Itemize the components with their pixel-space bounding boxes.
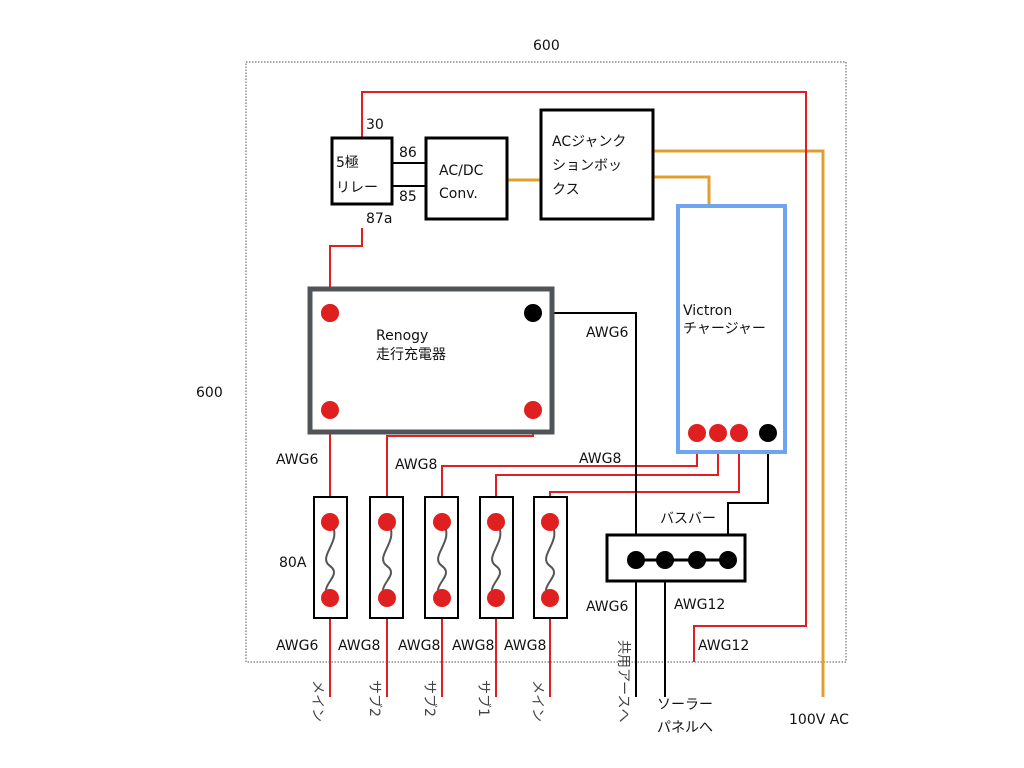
output-sub2-b: サブ2 [421,680,438,717]
label-awg6-main: AWG6 [276,452,319,468]
output-sub2-a: サブ2 [366,680,383,717]
fuse-rating-label: 80A [279,555,307,571]
victron-charger-box [676,204,787,454]
ac-wire-victron [653,175,711,206]
relay-label-2: リレー [336,180,378,196]
busbar-label: バスバー [660,511,716,527]
renogy-label-1: Renogy [376,328,428,344]
fuse-label-1: AWG6 [276,638,319,654]
victron-terminal-ground [759,424,777,442]
fuse-label-4: AWG8 [452,638,494,654]
busbar-terminal-3 [688,551,706,569]
renogy-terminal-out-sub [524,401,542,419]
acdc-label-1: AC/DC [439,163,484,179]
dim-top-label: 600 [533,38,560,54]
relay-box [330,136,394,206]
label-awg6-renogy-ground: AWG6 [586,325,629,341]
fuse-label-3: AWG8 [398,638,440,654]
output-ground: 共用アースへ [615,640,631,722]
output-sub1: サブ1 [475,680,492,717]
victron-label-2: チャージャー [683,321,766,337]
busbar-terminal-4 [719,551,737,569]
relay-pin-30: 30 [366,117,384,133]
renogy-label-2: 走行充電器 [376,347,446,363]
fuse-5 [533,496,568,619]
label-awg8-victron: AWG8 [579,451,621,467]
fuse-4 [479,496,514,619]
ac-wire-main [653,149,825,697]
relay-pin-85: 85 [399,189,417,205]
panel-outline [245,61,847,663]
victron-terminal-3 [730,424,748,442]
junction-label-2: ションボッ [552,158,622,174]
busbar-terminal-2 [656,551,674,569]
renogy-charger-box [307,286,555,435]
fuse-2 [369,496,404,619]
ac-junction-box [539,108,655,221]
relay-label-1: 5極 [336,155,359,171]
output-ac-in: 100V AC [789,712,849,728]
fuse-block [313,496,568,619]
label-awg12-solar: AWG12 [674,597,725,613]
fuse-label-5: AWG8 [504,638,546,654]
acdc-converter-box [424,136,509,221]
ac-wires [507,149,825,697]
renogy-terminal-ground [524,304,542,322]
busbar-terminal-1 [627,551,645,569]
wire-relay-87a [329,228,363,312]
victron-label-1: Victron [683,303,732,319]
relay-pin-86: 86 [399,145,417,161]
output-solar-1: ソーラー [657,697,713,713]
renogy-terminal-top-in [321,304,339,322]
relay-pin-87a: 87a [366,211,392,227]
dim-left-label: 600 [196,385,223,401]
output-main-1: メイン [309,680,325,722]
renogy-terminal-out-main [321,401,339,419]
acdc-label-2: Conv. [439,186,478,202]
junction-label-3: クス [552,182,580,198]
fuse-3 [424,496,459,619]
label-awg6-ground: AWG6 [586,599,629,615]
output-main-2: メイン [529,680,545,722]
label-awg12-ac: AWG12 [698,638,749,654]
label-awg8-sub: AWG8 [395,457,437,473]
victron-terminal-1 [688,424,706,442]
wire-victron-ground [727,433,769,560]
fuse-1 [313,496,348,619]
victron-terminal-2 [709,424,727,442]
output-solar-2: パネルへ [657,720,713,736]
junction-label-1: ACジャンク [552,134,626,150]
fuse-label-2: AWG8 [338,638,380,654]
